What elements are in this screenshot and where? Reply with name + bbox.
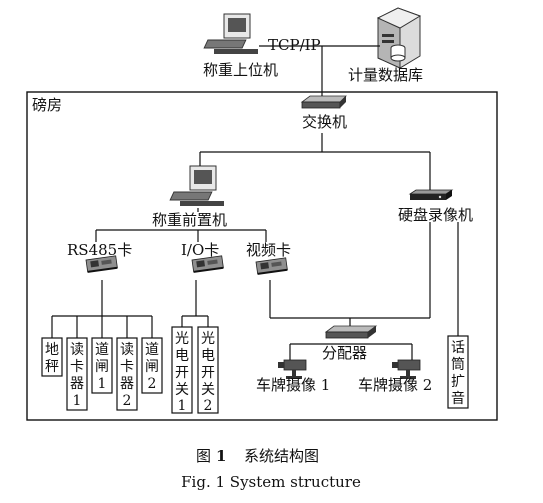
pe-switch2-char: 关 bbox=[201, 382, 215, 398]
connection-lines bbox=[51, 45, 459, 360]
splitter-icon bbox=[324, 325, 378, 339]
database-label: 计量数据库 bbox=[348, 66, 423, 84]
camera-1-label: 车牌摄像 1 bbox=[256, 376, 330, 394]
device-reader1-char: 卡 bbox=[70, 359, 84, 375]
dvr-icon bbox=[408, 189, 454, 200]
pe-switch1-char: 1 bbox=[178, 398, 187, 414]
camera-1-icon bbox=[278, 359, 307, 379]
dvr-label: 硬盘录像机 bbox=[398, 206, 473, 224]
device-reader1-char: 读 bbox=[70, 341, 84, 358]
figure-caption-cn: 图 1 系统结构图 bbox=[196, 447, 319, 465]
video-card-label: 视频卡 bbox=[246, 241, 291, 259]
caption-fig-number: 1 bbox=[216, 447, 226, 465]
pe-switch1-char: 光 bbox=[175, 331, 189, 347]
host-computer-icon bbox=[203, 13, 258, 54]
device-reader2-char: 卡 bbox=[120, 359, 134, 375]
device-gate2-char: 道 bbox=[145, 342, 159, 358]
io-card-icon bbox=[191, 255, 224, 273]
host-pc-label: 称重上位机 bbox=[203, 61, 278, 79]
switch-label: 交换机 bbox=[302, 113, 347, 131]
pe-switch1-char: 关 bbox=[175, 382, 189, 398]
network-switch-icon bbox=[300, 95, 347, 109]
splitter-label: 分配器 bbox=[322, 344, 367, 362]
camera-2-icon bbox=[392, 359, 421, 379]
device-gate2-char: 闸 bbox=[145, 359, 159, 375]
caption-fig-cn: 图 bbox=[196, 447, 211, 465]
video-card-icon bbox=[255, 257, 288, 275]
device-card-reader-2-box: 读 卡 器 2 bbox=[116, 337, 138, 411]
intercom-char: 音 bbox=[451, 390, 465, 407]
device-gate1-char: 道 bbox=[95, 342, 109, 358]
weighbridge-room-border bbox=[26, 91, 498, 421]
device-gate1-char: 闸 bbox=[95, 359, 109, 375]
device-scale-box: 地 秤 bbox=[41, 337, 63, 377]
device-gate-2-box: 道 闸 2 bbox=[141, 337, 163, 394]
figure-caption-en: Fig. 1 System structure bbox=[181, 473, 361, 491]
device-scale-char: 地 bbox=[45, 342, 59, 358]
io-card-label: I/O卡 bbox=[181, 241, 219, 259]
device-reader2-char: 器 bbox=[120, 376, 134, 392]
camera-2-label: 车牌摄像 2 bbox=[358, 376, 432, 394]
database-server-icon bbox=[376, 7, 422, 69]
pe-switch2-char: 电 bbox=[201, 348, 215, 364]
device-reader2-char: 2 bbox=[123, 393, 132, 409]
pe-switch2-char: 2 bbox=[204, 398, 213, 414]
photoelectric-switch-2-box: 光 电 开 关 2 bbox=[197, 326, 219, 414]
device-reader1-char: 器 bbox=[70, 376, 84, 392]
rs485-card-icon bbox=[85, 255, 118, 273]
front-pc-label: 称重前置机 bbox=[152, 211, 227, 229]
device-gate2-char: 2 bbox=[148, 376, 157, 392]
intercom-char: 话 bbox=[451, 340, 465, 356]
device-card-reader-1-box: 读 卡 器 1 bbox=[66, 337, 88, 411]
device-reader1-char: 1 bbox=[73, 393, 82, 409]
front-computer-icon bbox=[169, 165, 224, 206]
intercom-char: 扩 bbox=[451, 374, 465, 390]
intercom-char: 筒 bbox=[451, 356, 465, 373]
device-gate1-char: 1 bbox=[98, 376, 107, 392]
room-label: 磅房 bbox=[32, 96, 62, 114]
rs485-label: RS485卡 bbox=[67, 241, 132, 259]
pe-switch1-char: 电 bbox=[175, 348, 189, 364]
pe-switch2-char: 光 bbox=[201, 331, 215, 347]
intercom-box: 话 筒 扩 音 bbox=[447, 335, 469, 409]
pe-switch1-char: 开 bbox=[175, 365, 189, 381]
device-gate-1-box: 道 闸 1 bbox=[91, 337, 113, 394]
pe-switch2-char: 开 bbox=[201, 365, 215, 381]
device-reader2-char: 读 bbox=[120, 341, 134, 358]
tcpip-label: TCP/IP bbox=[268, 36, 321, 54]
device-scale-char: 秤 bbox=[45, 359, 59, 375]
photoelectric-switch-1-box: 光 电 开 关 1 bbox=[171, 326, 193, 414]
caption-title-cn: 系统结构图 bbox=[244, 447, 319, 465]
